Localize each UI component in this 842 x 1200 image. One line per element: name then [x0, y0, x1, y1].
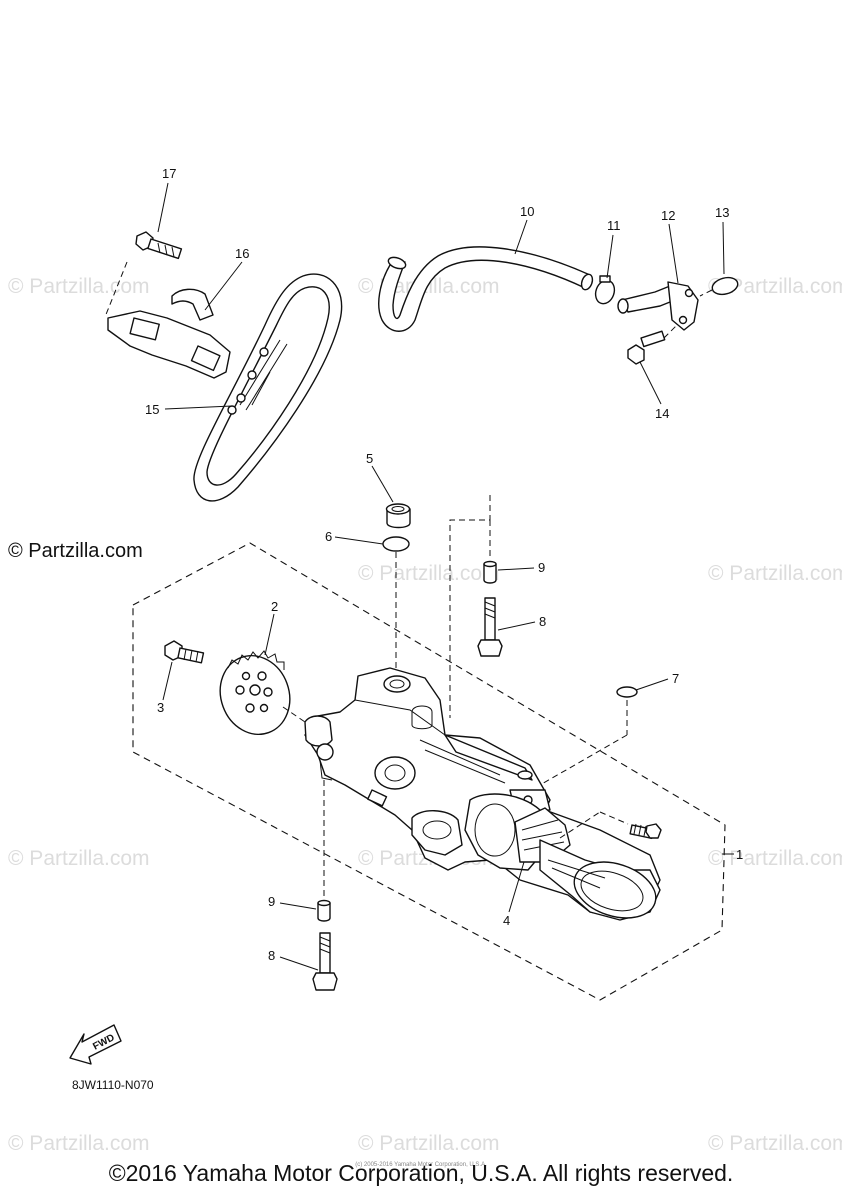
watermark-text: © Partzilla.com: [358, 562, 500, 585]
assembly-guide-line: [539, 734, 628, 786]
part-1-side-bolt[interactable]: [629, 823, 662, 840]
watermark-text: © Partzilla.com: [8, 275, 150, 298]
assembly-guide-line: [599, 811, 629, 825]
leader-line: [668, 223, 679, 284]
assembly-guide-line: [282, 706, 306, 723]
callout-10: 10: [520, 204, 534, 219]
leader-line: [204, 261, 243, 311]
leader-line: [508, 861, 525, 913]
callout-8-upper: 8: [539, 614, 546, 629]
callout-5: 5: [366, 451, 373, 466]
diagram-code: 8JW1110-N070: [72, 1078, 154, 1092]
assembly-guide-line: [559, 811, 601, 839]
part-15-chain[interactable]: [193, 273, 343, 502]
part-7-o-ring[interactable]: [616, 686, 638, 698]
leader-line: [722, 221, 725, 275]
watermark-text: © Partzilla.com: [708, 275, 842, 298]
callout-3: 3: [157, 700, 164, 715]
part-2-gear[interactable]: [209, 646, 300, 744]
part-6-o-ring[interactable]: [382, 536, 410, 552]
part-8-bolt-upper[interactable]: [477, 597, 503, 657]
callout-8-lower: 8: [268, 948, 275, 963]
callout-11: 11: [607, 218, 621, 233]
callout-4: 4: [503, 913, 510, 928]
leader-line: [157, 182, 169, 233]
part-9-dowel-pin-lower[interactable]: [317, 899, 331, 922]
assembly-outline: [132, 542, 726, 1001]
leader-line: [334, 536, 384, 545]
callout-9-upper: 9: [538, 560, 545, 575]
callout-labels: 17 16 15 10 11 12 13 14 5 6 9 8 2 3 7 1 …: [145, 166, 743, 963]
assembly-guide-line: [699, 289, 713, 297]
part-12-pipe[interactable]: [617, 281, 699, 331]
footer-copyright: ©2016 Yamaha Motor Corporation, U.S.A. A…: [108, 1160, 734, 1186]
leader-line: [639, 361, 662, 405]
part-14-bolt[interactable]: [627, 330, 666, 365]
part-13-o-ring[interactable]: [710, 275, 739, 297]
assembly-guide-line: [449, 495, 491, 718]
part-1-oil-pump-assembly[interactable]: [304, 667, 663, 928]
callout-9-lower: 9: [268, 894, 275, 909]
watermark-text: © Partzilla.com: [708, 1132, 842, 1155]
callout-6: 6: [325, 529, 332, 544]
callout-12: 12: [661, 208, 675, 223]
leader-line: [497, 621, 536, 631]
footer-small-copyright: (c) 2005-2016 Yamaha Motor Corporation, …: [355, 1162, 487, 1168]
part-8-bolt-lower[interactable]: [312, 932, 338, 991]
leader-line: [371, 465, 394, 503]
assembly-guide-line: [663, 323, 679, 339]
watermark-text: © Partzilla.com: [8, 1132, 150, 1155]
callout-16: 16: [235, 246, 249, 261]
part-3-bolt[interactable]: [164, 640, 205, 664]
watermark-text: © Partzilla.com: [358, 1132, 500, 1155]
partzilla-brand-mark: © Partzilla.com: [8, 540, 143, 562]
callout-15: 15: [145, 402, 159, 417]
callout-2: 2: [271, 599, 278, 614]
part-9-dowel-pin-upper[interactable]: [483, 560, 497, 584]
leader-line: [497, 567, 535, 571]
leader-line: [162, 661, 173, 701]
part-17-bolt[interactable]: [135, 231, 183, 260]
callout-1: 1: [736, 847, 743, 862]
watermark-text: © Partzilla.com: [8, 847, 150, 870]
fwd-arrow-icon: FWD: [69, 1024, 122, 1065]
part-16-chain-guide[interactable]: [107, 288, 231, 379]
callout-14: 14: [655, 406, 669, 421]
leader-line: [279, 956, 319, 971]
leader-line: [164, 405, 233, 410]
leader-line: [635, 678, 669, 691]
watermark-text: © Partzilla.com: [708, 847, 842, 870]
callout-7: 7: [672, 671, 679, 686]
leader-line: [514, 219, 528, 255]
part-5-collar[interactable]: [385, 503, 411, 529]
callout-13: 13: [715, 205, 729, 220]
part-11-hose-clamp[interactable]: [592, 275, 617, 306]
part-10-hose[interactable]: [378, 246, 595, 332]
leader-line: [606, 234, 614, 279]
callout-17: 17: [162, 166, 176, 181]
leader-line: [279, 902, 317, 910]
watermark-text: © Partzilla.com: [708, 562, 842, 585]
leader-line: [264, 613, 275, 656]
